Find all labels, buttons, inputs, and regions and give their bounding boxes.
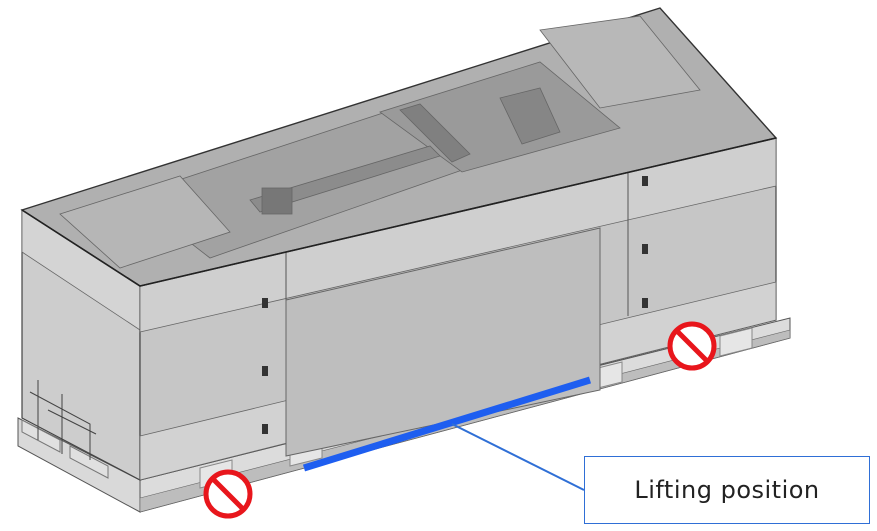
machine-silhouette bbox=[59, 15, 701, 269]
lifting-position-callout: Lifting position bbox=[584, 456, 870, 524]
prohibition-icon bbox=[667, 321, 717, 371]
callout-leader-line bbox=[451, 423, 585, 491]
prohibition-icon bbox=[203, 469, 253, 519]
lifting-position-label: Lifting position bbox=[634, 476, 820, 504]
lifting-position-bar bbox=[302, 376, 592, 472]
